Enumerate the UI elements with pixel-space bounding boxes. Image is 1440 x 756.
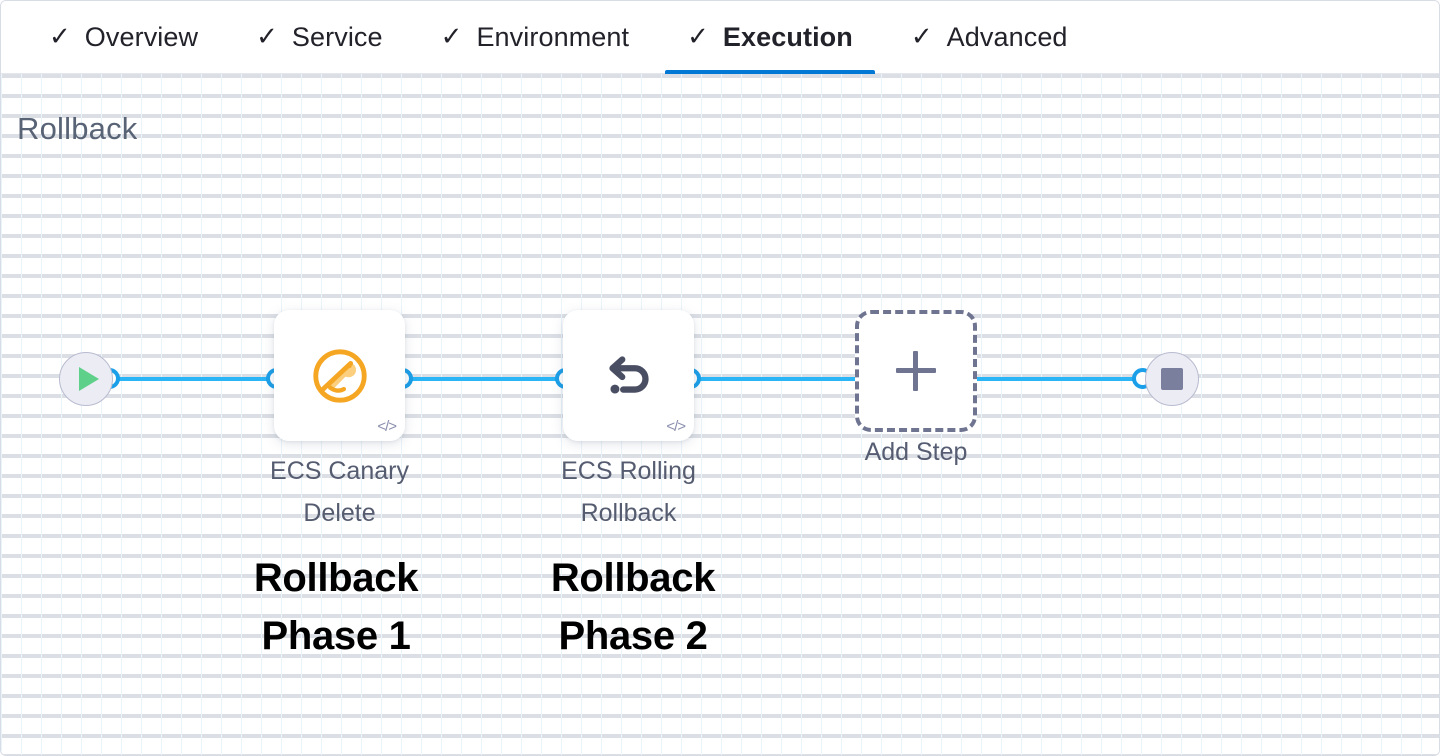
- tab-environment[interactable]: ✓ Environment: [441, 1, 629, 74]
- add-step-label: Add Step: [864, 438, 968, 466]
- add-step-box[interactable]: [855, 310, 977, 432]
- code-badge-icon[interactable]: </>: [666, 418, 686, 435]
- stop-icon: [1161, 368, 1183, 390]
- add-step-node[interactable]: Add Step: [855, 310, 977, 466]
- pipeline-canvas[interactable]: Rollback: [1, 74, 1439, 755]
- stage-tab-bar: ✓ Overview ✓ Service ✓ Environment ✓ Exe…: [1, 1, 1439, 75]
- connector-start-to-step1: [109, 377, 289, 381]
- check-icon: ✓: [256, 21, 278, 51]
- tab-overview[interactable]: ✓ Overview: [49, 1, 198, 74]
- tab-advanced[interactable]: ✓ Advanced: [911, 1, 1068, 74]
- rollback-arrow-icon: [598, 345, 660, 407]
- step-node-ecs-rolling-rollback[interactable]: </> ECS Rolling Rollback: [561, 310, 696, 527]
- plus-icon: [896, 351, 936, 391]
- tab-label: Service: [291, 21, 383, 52]
- check-icon: ✓: [687, 21, 709, 51]
- annotation-line-1: Rollback: [253, 556, 419, 600]
- tab-execution[interactable]: ✓ Execution: [665, 1, 875, 75]
- check-icon: ✓: [440, 21, 463, 51]
- pipeline-graph: </> ECS Canary Delete </> ECS Ro: [1, 74, 1439, 755]
- tab-label: Execution: [722, 21, 853, 52]
- end-node[interactable]: [1145, 352, 1199, 406]
- section-title-rollback: Rollback: [17, 111, 138, 146]
- step-label: ECS Canary Delete: [270, 457, 409, 527]
- annotation-line-2: Phase 2: [558, 614, 708, 658]
- check-icon: ✓: [49, 21, 71, 51]
- step-node-ecs-canary-delete[interactable]: </> ECS Canary Delete: [270, 310, 409, 527]
- annotation-rollback-phase-1: Rollback Phase 1: [176, 549, 496, 665]
- step-card[interactable]: </>: [274, 310, 405, 441]
- code-badge-icon[interactable]: </>: [377, 418, 397, 435]
- connector-step2-to-addstep: [687, 377, 877, 381]
- annotation-line-2: Phase 1: [261, 614, 411, 658]
- tab-service[interactable]: ✓ Service: [256, 1, 383, 74]
- connector-addstep-to-end: [976, 377, 1156, 381]
- step-label: ECS Rolling Rollback: [561, 457, 696, 527]
- annotation-line-1: Rollback: [550, 556, 716, 600]
- connector-step1-to-step2: [399, 377, 571, 381]
- ecs-canary-icon: [309, 345, 371, 407]
- tab-label: Overview: [84, 21, 199, 52]
- tab-label: Advanced: [946, 21, 1068, 52]
- annotation-rollback-phase-2: Rollback Phase 2: [473, 549, 793, 665]
- play-icon: [79, 367, 99, 391]
- tab-label: Environment: [476, 21, 630, 52]
- step-card[interactable]: </>: [563, 310, 694, 441]
- check-icon: ✓: [910, 21, 933, 51]
- start-node[interactable]: [59, 352, 113, 406]
